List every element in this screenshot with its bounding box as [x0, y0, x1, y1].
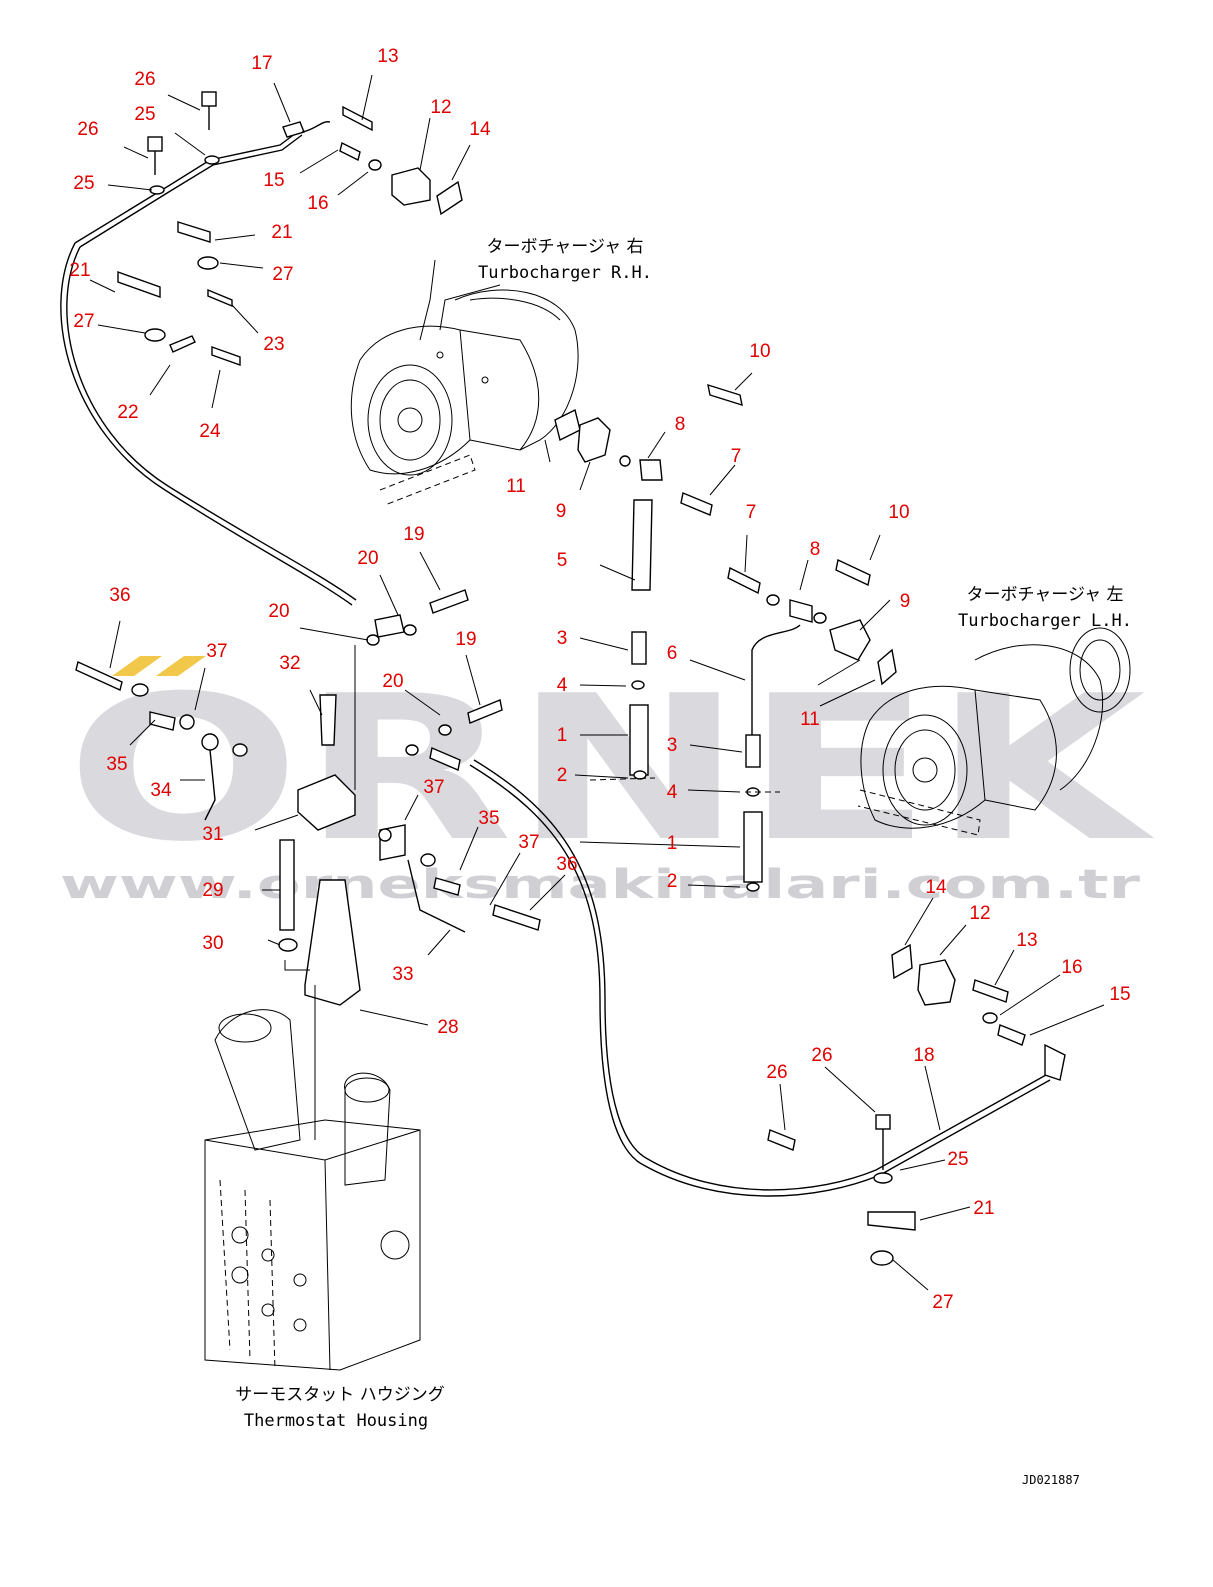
callout-27[interactable]: 27	[932, 1292, 953, 1313]
callout-7[interactable]: 7	[731, 446, 742, 467]
callout-1[interactable]: 1	[667, 833, 678, 854]
callout-16[interactable]: 16	[1061, 957, 1082, 978]
hose-left-turbo-line	[469, 759, 1051, 1197]
callout-12[interactable]: 12	[969, 903, 990, 924]
callout-26[interactable]: 26	[766, 1062, 787, 1083]
callout-26[interactable]: 26	[134, 69, 155, 90]
callout-2[interactable]: 2	[557, 765, 568, 786]
turbocharger-rh[interactable]	[350, 259, 579, 506]
callout-13[interactable]: 13	[1016, 930, 1037, 951]
callout-5[interactable]: 5	[557, 550, 568, 571]
callout-2[interactable]: 2	[667, 871, 678, 892]
callout-26[interactable]: 26	[77, 119, 98, 140]
callout-26[interactable]: 26	[811, 1045, 832, 1066]
callout-11[interactable]: 11	[506, 476, 526, 497]
callout-7[interactable]: 7	[746, 502, 757, 523]
callout-9[interactable]: 9	[900, 591, 911, 612]
callout-11[interactable]: 11	[800, 709, 820, 730]
callout-13[interactable]: 13	[377, 46, 398, 67]
watermark-brand: ORNEK	[66, 653, 1156, 886]
callout-34[interactable]: 34	[150, 780, 172, 801]
callout-15[interactable]: 15	[263, 170, 284, 191]
callout-18[interactable]: 18	[913, 1045, 934, 1066]
callout-27[interactable]: 27	[73, 311, 94, 332]
callout-20[interactable]: 20	[357, 548, 378, 569]
callout-30[interactable]: 30	[202, 933, 223, 954]
turbo-lh-label-en: Turbocharger L.H.	[958, 611, 1132, 631]
callout-23[interactable]: 23	[263, 334, 284, 355]
callout-12[interactable]: 12	[430, 97, 451, 118]
watermark: ORNEK www.orneksmakinalari.com.tr	[60, 653, 1156, 908]
callout-28[interactable]: 28	[437, 1017, 458, 1038]
thermostat-label-jp: サーモスタット ハウジング	[235, 1385, 444, 1405]
callout-17[interactable]: 17	[251, 53, 272, 74]
watermark-chevron-left	[112, 656, 162, 676]
callout-25[interactable]: 25	[134, 104, 155, 125]
callout-21[interactable]: 21	[69, 260, 90, 281]
callout-10[interactable]: 10	[749, 341, 770, 362]
callout-36[interactable]: 36	[109, 585, 130, 606]
turbocharger-lh[interactable]	[857, 627, 1131, 836]
callout-14[interactable]: 14	[469, 119, 491, 140]
callout-3[interactable]: 3	[667, 735, 678, 756]
callout-37[interactable]: 37	[423, 777, 444, 798]
callout-19[interactable]: 19	[455, 629, 476, 650]
turbo-lh-label-jp: ターボチャージャ 左	[966, 585, 1123, 605]
hose-right-turbo-line	[60, 129, 357, 606]
callout-8[interactable]: 8	[810, 539, 821, 560]
callout-29[interactable]: 29	[202, 880, 223, 901]
thermostat-housing[interactable]	[204, 1009, 421, 1371]
watermark-chevron-right	[156, 656, 206, 676]
small-parts	[75, 91, 1066, 1266]
callout-16[interactable]: 16	[307, 193, 328, 214]
callout-14[interactable]: 14	[925, 877, 947, 898]
callout-35[interactable]: 35	[106, 754, 127, 775]
drawing-code: JD021887	[1022, 1473, 1080, 1487]
callout-20[interactable]: 20	[382, 671, 403, 692]
callout-8[interactable]: 8	[675, 414, 686, 435]
turbo-rh-label-en: Turbocharger R.H.	[478, 263, 652, 283]
watermark-url: www.orneksmakinalari.com.tr	[60, 862, 1140, 908]
thermostat-label-en: Thermostat Housing	[244, 1411, 428, 1431]
callout-21[interactable]: 21	[271, 222, 292, 243]
callout-21[interactable]: 21	[973, 1198, 994, 1219]
callout-25[interactable]: 25	[947, 1149, 968, 1170]
callout-37[interactable]: 37	[518, 832, 539, 853]
callout-3[interactable]: 3	[557, 628, 568, 649]
callout-37[interactable]: 37	[206, 641, 227, 662]
callout-10[interactable]: 10	[888, 502, 909, 523]
callout-15[interactable]: 15	[1109, 984, 1130, 1005]
callout-31[interactable]: 31	[202, 824, 223, 845]
callout-1[interactable]: 1	[557, 725, 568, 746]
callout-4[interactable]: 4	[557, 675, 568, 696]
callout-19[interactable]: 19	[403, 524, 424, 545]
turbo-rh-label-jp: ターボチャージャ 右	[486, 237, 643, 257]
callouts: 26 17 13 25 12 26 14 25 15 16 21 21 27 2…	[69, 46, 1130, 1313]
callout-24[interactable]: 24	[199, 421, 221, 442]
callout-33[interactable]: 33	[392, 964, 413, 985]
callout-35[interactable]: 35	[478, 808, 499, 829]
callout-22[interactable]: 22	[117, 402, 138, 423]
callout-25[interactable]: 25	[73, 173, 94, 194]
leader-lines	[89, 74, 1105, 1291]
callout-9[interactable]: 9	[556, 501, 567, 522]
callout-4[interactable]: 4	[667, 782, 678, 803]
callout-6[interactable]: 6	[667, 643, 678, 664]
callout-20[interactable]: 20	[268, 601, 289, 622]
callout-32[interactable]: 32	[279, 653, 300, 674]
callout-36[interactable]: 36	[556, 854, 577, 875]
callout-27[interactable]: 27	[272, 264, 293, 285]
